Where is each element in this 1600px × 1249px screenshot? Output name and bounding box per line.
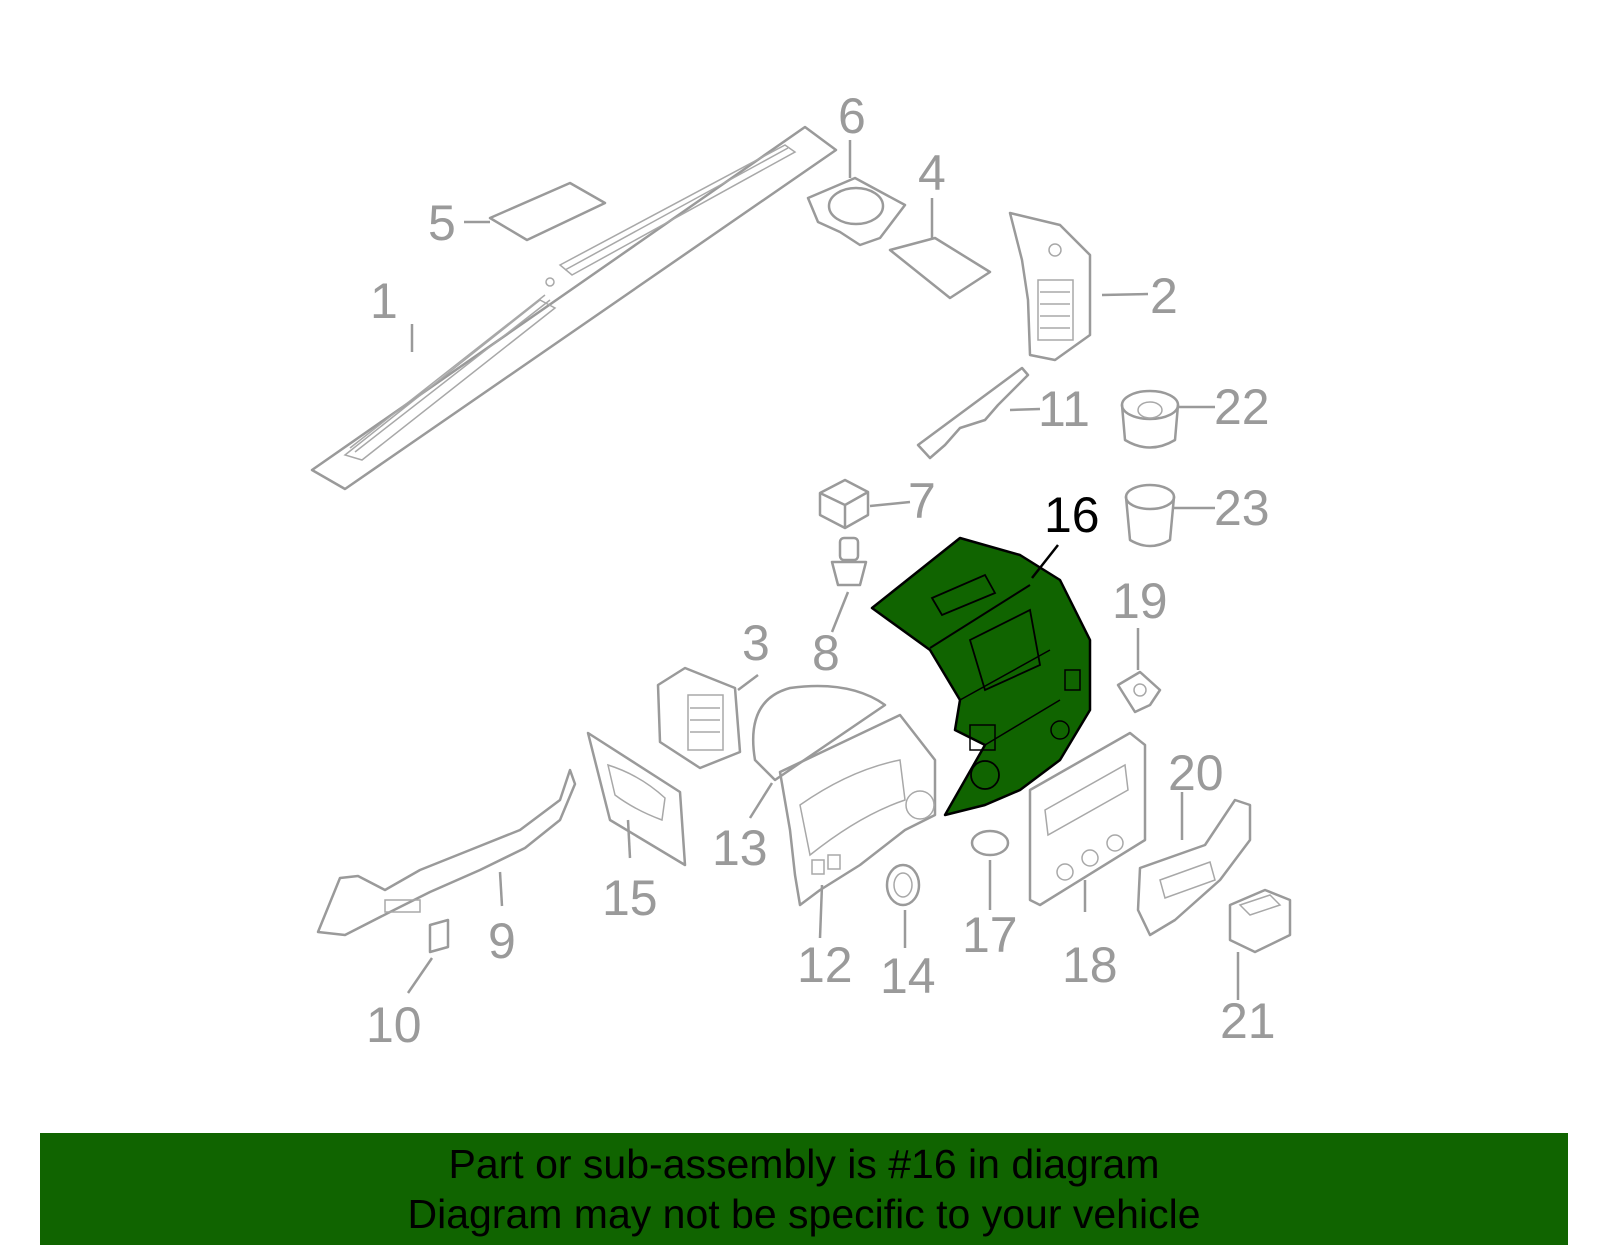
callout-20: 20 bbox=[1168, 745, 1224, 801]
part-20-console-trim bbox=[1136, 798, 1252, 937]
callout-labels: 1 2 3 4 5 6 7 8 9 10 11 12 13 14 15 16 1… bbox=[366, 88, 1276, 1053]
part-4-trim-plate bbox=[888, 236, 992, 300]
part-21-switch bbox=[1228, 888, 1292, 954]
callout-3: 3 bbox=[742, 615, 770, 671]
callout-22: 22 bbox=[1214, 379, 1270, 435]
part-18-radio-bezel bbox=[1028, 731, 1147, 907]
callout-1: 1 bbox=[370, 273, 398, 329]
callout-18: 18 bbox=[1062, 937, 1118, 993]
part-22-cup-holder bbox=[1120, 389, 1180, 449]
callout-8: 8 bbox=[812, 625, 840, 681]
part-17-plug bbox=[970, 829, 1010, 857]
callout-17: 17 bbox=[962, 907, 1018, 963]
part-23-cup-insert bbox=[1124, 483, 1176, 548]
part-13-lens bbox=[751, 684, 887, 782]
part-12-cluster-bezel bbox=[778, 713, 937, 907]
banner-line-2: Diagram may not be specific to your vehi… bbox=[407, 1191, 1201, 1237]
callout-14: 14 bbox=[880, 948, 936, 1004]
part-5-label bbox=[488, 181, 607, 242]
callout-10: 10 bbox=[366, 997, 422, 1053]
callout-12: 12 bbox=[797, 937, 853, 993]
callout-7: 7 bbox=[908, 473, 936, 529]
callout-16: 16 bbox=[1044, 487, 1100, 543]
part-10-small-plate bbox=[428, 918, 450, 954]
callout-21: 21 bbox=[1220, 993, 1276, 1049]
part-2-side-vent bbox=[1008, 211, 1092, 362]
callout-19: 19 bbox=[1112, 573, 1168, 629]
callout-2: 2 bbox=[1150, 268, 1178, 324]
part-8-fastener bbox=[830, 536, 868, 587]
banner-line-1: Part or sub-assembly is #16 in diagram bbox=[448, 1141, 1160, 1187]
info-banner: Part or sub-assembly is #16 in diagram D… bbox=[40, 1133, 1568, 1245]
leader-lines bbox=[406, 140, 1240, 1000]
part-1-defroster-grille bbox=[310, 125, 838, 491]
part-9-lower-trim bbox=[316, 768, 577, 937]
callout-13: 13 bbox=[712, 820, 768, 876]
callout-5: 5 bbox=[428, 195, 456, 251]
callout-15: 15 bbox=[602, 870, 658, 926]
part-15-side-panel bbox=[586, 731, 687, 867]
part-11-bracket bbox=[916, 366, 1030, 460]
part-16-center-panel bbox=[870, 536, 1092, 817]
callout-6: 6 bbox=[838, 88, 866, 144]
callout-4: 4 bbox=[918, 145, 946, 201]
callout-23: 23 bbox=[1214, 480, 1270, 536]
callout-11: 11 bbox=[1038, 381, 1090, 437]
part-3-vent bbox=[656, 666, 742, 770]
part-19-clip bbox=[1116, 670, 1162, 714]
part-7-clip bbox=[818, 478, 870, 530]
part-6-speaker-cover bbox=[806, 176, 907, 247]
part-14-grommet bbox=[885, 863, 921, 907]
callout-9: 9 bbox=[488, 913, 516, 969]
